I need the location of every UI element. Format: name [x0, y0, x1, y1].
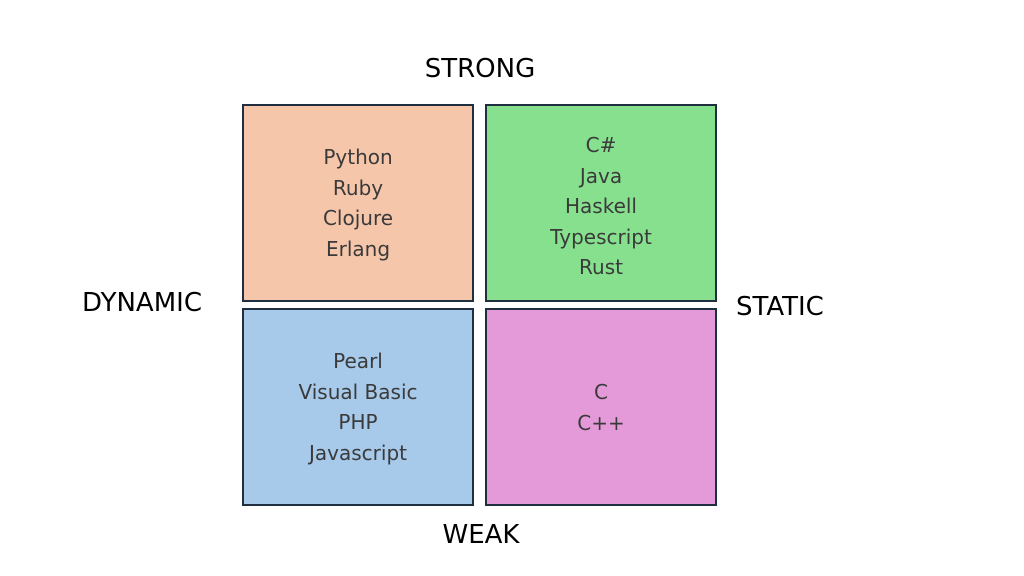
axis-label-strong: STRONG	[424, 54, 536, 84]
language-item: Erlang	[325, 236, 391, 261]
language-item: C	[594, 380, 608, 404]
language-item: Haskell	[564, 194, 637, 218]
language-item: C++	[577, 410, 625, 435]
language-item: PHP	[338, 410, 378, 434]
language-item: Rust	[579, 255, 623, 279]
quadrant-dynamic-weak: Pearl Visual Basic PHP Javascript	[242, 308, 474, 506]
language-item: Python	[323, 145, 393, 169]
language-item: Java	[579, 163, 623, 188]
language-item: Javascript	[309, 440, 407, 465]
quadrant-dynamic-strong: Python Ruby Clojure Erlang	[242, 104, 474, 302]
quadrant-static-strong: C# Java Haskell Typescript Rust	[485, 104, 717, 302]
axis-label-static: STATIC	[736, 292, 824, 322]
language-item: Pearl	[333, 349, 383, 373]
language-item: Typescript	[550, 224, 652, 249]
axis-label-weak: WEAK	[442, 520, 520, 550]
axis-label-dynamic: DYNAMIC	[82, 288, 202, 318]
quadrant-static-weak: C C++	[485, 308, 717, 506]
language-item: Visual Basic	[298, 379, 418, 404]
language-item: C#	[585, 133, 617, 157]
language-item: Clojure	[322, 206, 394, 230]
language-item: Ruby	[332, 175, 384, 200]
